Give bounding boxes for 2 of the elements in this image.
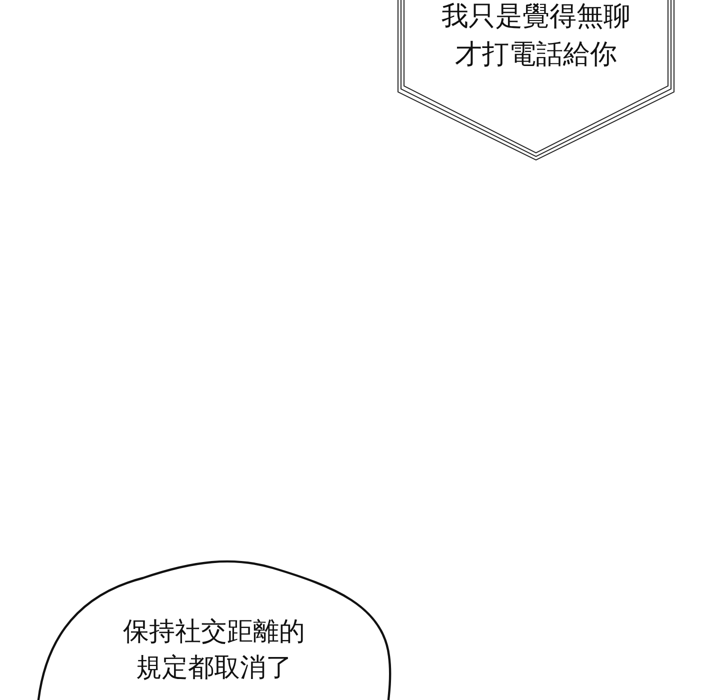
speech-text: 保持社交距離的規定都取消了: [122, 616, 306, 686]
speech-text: 我只是覺得無聊才打電話給你: [440, 0, 632, 72]
